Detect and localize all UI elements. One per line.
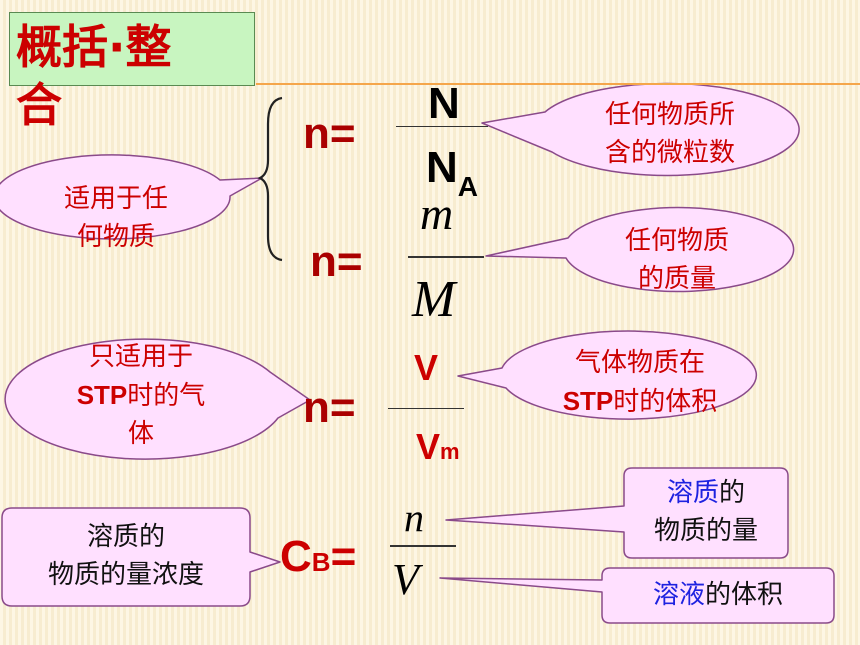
callout-gas-volume-shape — [457, 330, 758, 420]
formula4-denominator: V — [392, 555, 419, 604]
formula4-fraction-bar — [390, 545, 456, 547]
callout-concentration-line1: 溶质的 — [86, 522, 165, 552]
callout-any-substance-line2: 何物质 — [76, 222, 155, 252]
callout-any-mass-shape — [485, 206, 795, 293]
formula2-denominator: M — [412, 271, 456, 328]
callout-solute-amount-rest: 的 — [719, 478, 746, 508]
header-rule — [256, 83, 860, 85]
formula2-lhs: n= — [310, 237, 363, 286]
callout-solution-volume-blue: 溶液 — [652, 580, 705, 610]
callout-any-mass-line1: 任何物质 — [624, 226, 729, 256]
callout-solution-volume: 溶液的体积 — [604, 576, 832, 614]
callout-gas-volume-rest: 时的体积 — [613, 387, 718, 417]
callout-solution-volume-rest: 的体积 — [705, 580, 784, 610]
formula1-fraction-bar — [396, 126, 488, 127]
callout-solute-amount-blue: 溶质 — [666, 478, 719, 508]
callout-stp-only-shape — [4, 338, 311, 460]
formula3-den-sub: m — [440, 439, 460, 464]
callout-any-mass-line2: 的质量 — [637, 264, 716, 294]
formula3-lhs: n= — [303, 383, 356, 432]
callout-any-substance-line1: 适用于任 — [63, 184, 168, 214]
callout-solute-amount: 溶质的 物质的量 — [626, 474, 786, 550]
callout-solute-amount-line2: 物质的量 — [653, 516, 758, 546]
formula4-numerator: n — [404, 495, 424, 540]
formula4-lhs-eq: = — [330, 532, 357, 581]
formula3-denominator: Vm — [416, 426, 460, 468]
callout-stp-only-line2: STP时的气 — [10, 376, 272, 415]
callout-any-substance-shape — [0, 154, 263, 240]
formula1-denominator: NA — [426, 146, 478, 209]
callout-gas-volume-line2: STP时的体积 — [520, 382, 760, 421]
callout-stp-only-line1: 只适用于 — [88, 342, 193, 372]
callout-any-particles-line2: 含的微粒数 — [604, 138, 735, 168]
formula1-lhs: n= — [303, 109, 356, 158]
callout-any-particles-line1: 任何物质所 — [604, 100, 735, 130]
callout-concentration-shape — [1, 507, 281, 607]
callout-solute-amount-shape — [445, 467, 789, 559]
title-box — [9, 12, 255, 86]
formula1-numerator: N — [428, 79, 460, 128]
callout-gas-volume-stp: STP — [562, 386, 614, 416]
callout-concentration: 溶质的 物质的量浓度 — [4, 518, 248, 594]
callout-stp-only-rest: 时的气 — [127, 381, 206, 411]
callout-gas-volume-line1: 气体物质在 — [574, 348, 705, 378]
callout-solution-volume-shape — [439, 567, 835, 624]
formula3-fraction-bar — [388, 408, 464, 409]
formula4-lhs-main: C — [280, 532, 312, 581]
callout-stp-only-stp: STP — [76, 380, 128, 410]
formula2-numerator: m — [420, 188, 454, 239]
formula4-lhs-sub: B — [311, 547, 331, 577]
formula4-lhs: CB= — [280, 532, 356, 582]
page-title: 概括·整合 — [16, 20, 172, 132]
curly-brace — [257, 96, 283, 262]
callout-any-substance: 适用于任 何物质 — [8, 180, 224, 256]
callout-gas-volume: 气体物质在 STP时的体积 — [520, 344, 760, 421]
callout-stp-only-line3: 体 — [127, 419, 154, 449]
formula3-den-main: V — [416, 426, 441, 467]
callout-concentration-line2: 物质的量浓度 — [47, 560, 204, 590]
formula1-den-sub: A — [457, 171, 479, 202]
callout-any-particles-shape — [481, 82, 800, 177]
callout-solute-amount-line1: 溶质的 — [626, 474, 786, 512]
callout-stp-only: 只适用于 STP时的气 体 — [10, 338, 272, 453]
callout-any-particles: 任何物质所 含的微粒数 — [562, 96, 778, 172]
callout-any-mass: 任何物质 的质量 — [572, 222, 782, 298]
formula1-den-main: N — [426, 143, 458, 192]
formula3-numerator: V — [414, 347, 439, 388]
formula2-fraction-bar — [408, 256, 484, 258]
